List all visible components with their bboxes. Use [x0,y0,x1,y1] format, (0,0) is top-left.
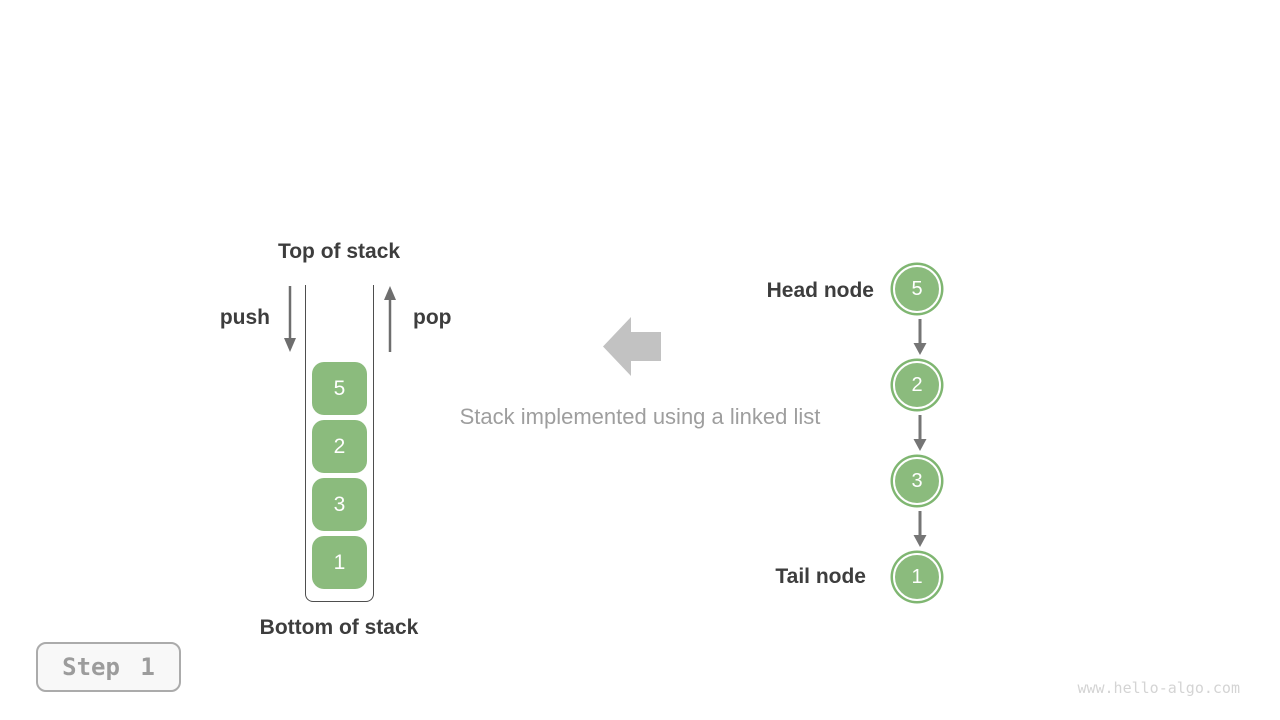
stack-item: 2 [312,420,367,473]
bottom-of-stack-label: Bottom of stack [259,616,419,639]
stack-item: 1 [312,536,367,589]
tail-node-label: Tail node [775,565,866,588]
linked-list-node: 5 [893,265,941,313]
watermark-text: www.hello-algo.com [1077,679,1240,697]
pop-label: pop [413,306,452,329]
step-badge: Step 1 [36,642,181,692]
push-arrow-icon [284,286,296,352]
caption-text: Stack implemented using a linked list [459,404,821,429]
link-arrow-icons [913,319,927,547]
linked-list-node: 3 [893,457,941,505]
head-node-label: Head node [766,279,874,302]
push-label: push [219,306,270,329]
top-of-stack-label: Top of stack [277,240,401,263]
linked-list-node: 1 [893,553,941,601]
stack-item: 3 [312,478,367,531]
pop-arrow-icon [384,286,396,352]
stack-item: 5 [312,362,367,415]
linked-list-node: 2 [893,361,941,409]
left-block-arrow-icon [603,317,661,376]
stack-container [305,285,374,602]
